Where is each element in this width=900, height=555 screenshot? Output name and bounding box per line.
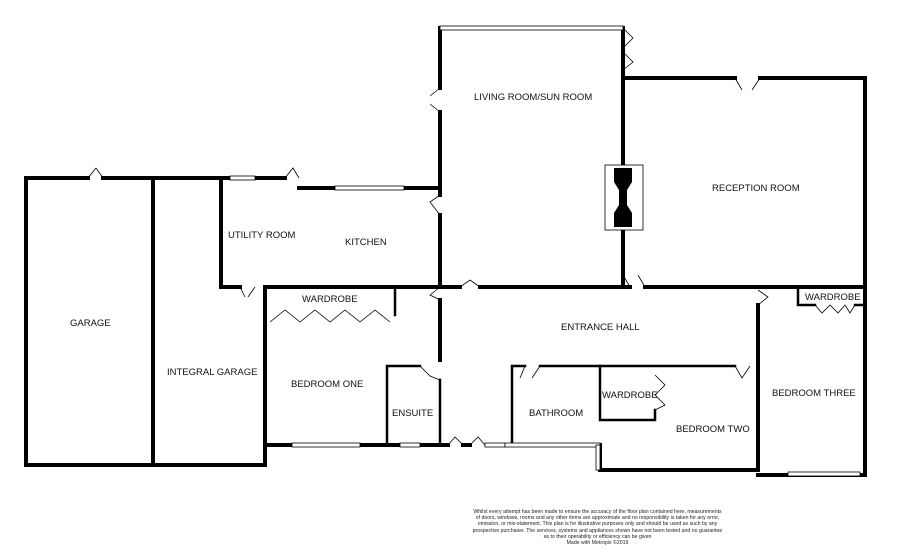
bedroom-three-wall-right [756,285,867,477]
disclaimer-line: Whilst every attempt has been made to en… [473,509,722,515]
utility-door-swing [239,286,256,298]
label-bathroom: BATHROOM [529,408,583,419]
label-entrance-hall: ENTRANCE HALL [561,322,640,333]
living-side-door-swing [622,27,634,71]
disclaimer-line: as to their operability or efficiency ca… [543,533,652,540]
kitchen-wall-top-b [402,186,442,197]
bedroom-one-wall-left [263,296,294,447]
disclaimer-line: omission, or mis-statement. This plan is… [477,521,718,528]
label-bedroom-three: BEDROOM THREE [772,388,856,399]
label-kitchen: KITCHEN [345,237,387,248]
label-ensuite: ENSUITE [392,408,433,419]
walls [24,26,867,477]
hall-kitchen-door-swing [459,279,481,288]
label-bedroom-two: BEDROOM TWO [676,424,750,435]
bedroom-two-wall-right [598,303,760,472]
disclaimer-credit: Made with Metropix ©2019 [566,540,629,547]
garage-door-swing [87,167,104,179]
ensuite-walls [385,364,442,447]
bedroom-one-window [291,442,361,448]
bathroom-wall-bottom [503,443,602,472]
wardrobe-three-walls [796,285,867,307]
label-bedroom-one: BEDROOM ONE [291,379,363,390]
room-labels: GARAGE INTEGRAL GARAGE UTILITY ROOM KITC… [70,92,861,435]
living-wall-right-top [621,26,737,80]
reception-wall-top-right [758,76,867,292]
label-garage: GARAGE [70,318,111,329]
disclaimer-text: Whilst every attempt has been made to en… [430,509,765,546]
label-wardrobe-two: WARDROBE [602,390,658,401]
kitchen-door-swing [429,194,441,216]
wardrobe-three-doors [814,304,856,314]
wardrobe-one-doors [269,309,391,323]
wardrobe-two-walls [598,364,737,422]
bedroom-three-door-swing [757,289,769,306]
utility-window [229,175,256,181]
garage-wall-left [24,176,90,467]
reception-hall-door-swing [622,274,646,288]
label-integral-garage: INTEGRAL GARAGE [167,367,257,378]
disclaimer-line: prospective purchaser. The services, sys… [472,527,723,534]
utility-wall-left [219,176,242,289]
label-wardrobe-three: WARDROBE [805,292,861,303]
label-living-room: LIVING ROOM/SUN ROOM [474,92,592,103]
reception-door-swing [734,77,761,91]
bedroom-one-door-swing [429,286,441,301]
label-wardrobe-one: WARDROBE [302,294,358,305]
utility-external-door-swing [284,167,300,179]
bedroom-two-side-window [595,444,601,471]
disclaimer-line: of doors, windows, rooms and any other i… [475,515,720,522]
doors [87,27,856,446]
living-window [439,25,624,31]
living-french-door-swing [429,87,441,113]
label-reception-room: RECEPTION ROOM [712,183,800,194]
hall-window [484,442,506,448]
bedroom-three-window [787,471,861,477]
fireplace-icon [614,168,632,227]
bathroom-door-swing [519,365,541,379]
label-utility-room: UTILITY ROOM [228,230,295,241]
wardrobe-one-walls [263,285,397,317]
entrance-door-swing [447,436,486,446]
bathroom-walls [510,364,602,447]
ensuite-door-swing [419,365,441,381]
ensuite-window [399,442,421,448]
kitchen-window [334,185,405,191]
fireplace [604,164,644,231]
integral-garage-wall-bottom [151,443,267,467]
windows [229,25,861,477]
wardrobe-two-door-swing [654,374,666,411]
bathroom-window [504,442,601,448]
bedroom-two-door-swing [734,365,751,379]
